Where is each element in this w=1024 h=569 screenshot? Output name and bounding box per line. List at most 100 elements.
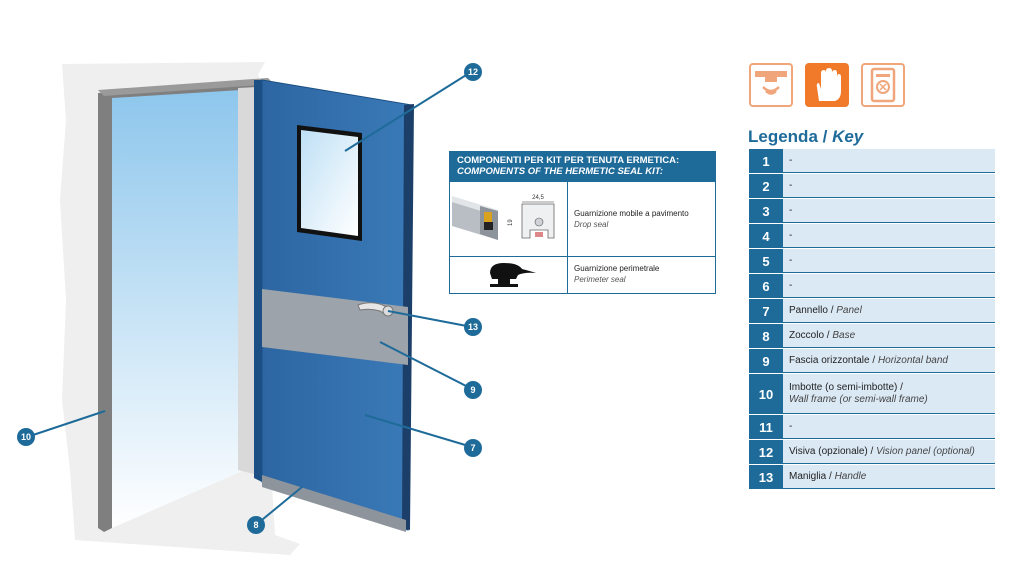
perimeter-seal-label: Guarnizione perimetrale Perimeter seal [574,263,659,285]
legend-row-text: Visiva (opzionale) / Vision panel (optio… [789,446,995,458]
legend-row-number: 5 [749,249,783,273]
legend-row-text: Maniglia / Handle [789,471,995,483]
legend-title-en: Key [832,127,864,146]
legend-row-label-it: - [789,204,793,216]
legend-title: Legenda / Key [748,127,863,147]
legend-row-label-it: Visiva (opzionale) / [789,445,877,457]
legend-row-number: 12 [749,440,783,464]
legend-row: 4- [749,224,995,249]
legend-row-label-it: - [789,154,793,166]
legend-title-it: Legenda / [748,127,833,146]
legend-row-label: Maniglia / Handle [783,465,995,489]
legend-row-label: - [783,199,995,223]
legend-row-label-it: - [789,229,793,241]
legend-row-number: 7 [749,299,783,323]
door-opening [112,88,245,528]
legend-row-label-it: Fascia orizzontale / [789,354,878,366]
seal-kit-title-it: COMPONENTI PER KIT PER TENUTA ERMETICA: [457,155,680,166]
legend-row-text: Pannello / Panel [789,305,995,317]
callout-12: 12 [468,67,478,77]
legend-row: 6- [749,274,995,299]
legend-row-label: Visiva (opzionale) / Vision panel (optio… [783,440,995,464]
legend-row-label-it: - [789,279,793,291]
legend-row-text: Zoccolo / Base [789,330,995,342]
legend-row-text: - [789,205,995,217]
callout-10: 10 [21,432,31,442]
callout-7: 7 [470,443,475,453]
legend-row-label-it: - [789,254,793,266]
legend-row-number: 1 [749,149,783,173]
legend-row-label: - [783,224,995,248]
legend-row-number: 6 [749,274,783,298]
legend-row-label-en: Vision panel (optional) [876,445,975,457]
perimeter-seal-label-en: Perimeter seal [574,275,626,284]
legend-row-label-it: - [789,420,793,432]
seal-kit-header: COMPONENTI PER KIT PER TENUTA ERMETICA: … [450,152,715,181]
legend-row: 8 Zoccolo / Base [749,324,995,349]
legend-row-text: Imbotte (o semi-imbotte) /Wall frame (or… [789,382,995,406]
wall-frame-inner [238,87,258,475]
door-edge [254,80,262,482]
legend-row-text: - [789,180,995,192]
drop-seal-label: Guarnizione mobile a pavimento Drop seal [574,208,689,230]
legend-row-label-en: Base [832,329,856,341]
legend-row-label: - [783,274,995,298]
legend-row-label: - [783,415,995,439]
legend-row-label-it: Maniglia / [789,470,835,482]
kit-row-perimeter-seal: Guarnizione perimetrale Perimeter seal [450,256,715,294]
legend-row-label-it: Zoccolo / [789,329,833,341]
drop-seal-label-en: Drop seal [574,220,609,229]
hand-touch-icon [805,63,849,107]
drop-seal-dim-width: 24,5 [532,195,544,201]
legend-row: 12 Visiva (opzionale) / Vision panel (opt… [749,440,995,465]
legend-row-text: - [789,155,995,167]
legend-row-text: - [789,255,995,267]
legend-row-number: 3 [749,199,783,223]
legend-row-label: - [783,174,995,198]
perimeter-seal-label-it: Guarnizione perimetrale [574,264,660,273]
legend-row-number: 2 [749,174,783,198]
legend-row-label-en: Horizontal band [877,354,948,366]
legend-row-label-it: Imbotte (o semi-imbotte) / [789,381,903,393]
legend-row-number: 9 [749,349,783,373]
legend-row-number: 10 [749,374,783,414]
legend-row-label-en: Wall frame (or semi-wall frame) [789,393,928,405]
wall-frame-top [98,78,274,96]
legend-row-label-it: Pannello / [789,304,837,316]
legend-row-label: - [783,249,995,273]
legend-row-text: - [789,421,995,433]
legend-row: 9 Fascia orizzontale / Horizontal band [749,349,995,374]
legend-row-label-en: Panel [836,304,862,316]
kit-row-drop-seal: 24,5 19 Guarnizione mobile a pavimento D… [450,181,715,256]
drop-seal-image: 24,5 19 [450,182,568,256]
legend-row-label: - [783,149,995,173]
vision-panel-glass [301,130,358,236]
seal-kit-title-en: COMPONENTS OF THE HERMETIC SEAL KIT: [457,166,664,177]
badge-reader-icon [861,63,905,107]
legend-row-label-it: - [789,179,793,191]
callout-13: 13 [468,322,478,332]
legend-row-text: - [789,230,995,242]
legend-row-label: Zoccolo / Base [783,324,995,348]
legend-row-number: 11 [749,415,783,439]
perimeter-seal-image [450,257,568,294]
legend-row: 11- [749,415,995,440]
legend-row: 5- [749,249,995,274]
legend-row-number: 4 [749,224,783,248]
callout-9: 9 [470,385,475,395]
legend-row: 7 Pannello / Panel [749,299,995,324]
legend-row: 13 Maniglia / Handle [749,465,995,490]
legend-row-number: 13 [749,465,783,489]
legend-row-number: 8 [749,324,783,348]
legend-row-text: - [789,280,995,292]
legend-row-label-en: Handle [834,470,867,482]
legend-row-label: Pannello / Panel [783,299,995,323]
callout-8: 8 [253,520,258,530]
drop-seal-label-it: Guarnizione mobile a pavimento [574,209,689,218]
legend-row: 3- [749,199,995,224]
legend-row-label: Imbotte (o semi-imbotte) /Wall frame (or… [783,374,995,414]
sensor-icon [749,63,793,107]
